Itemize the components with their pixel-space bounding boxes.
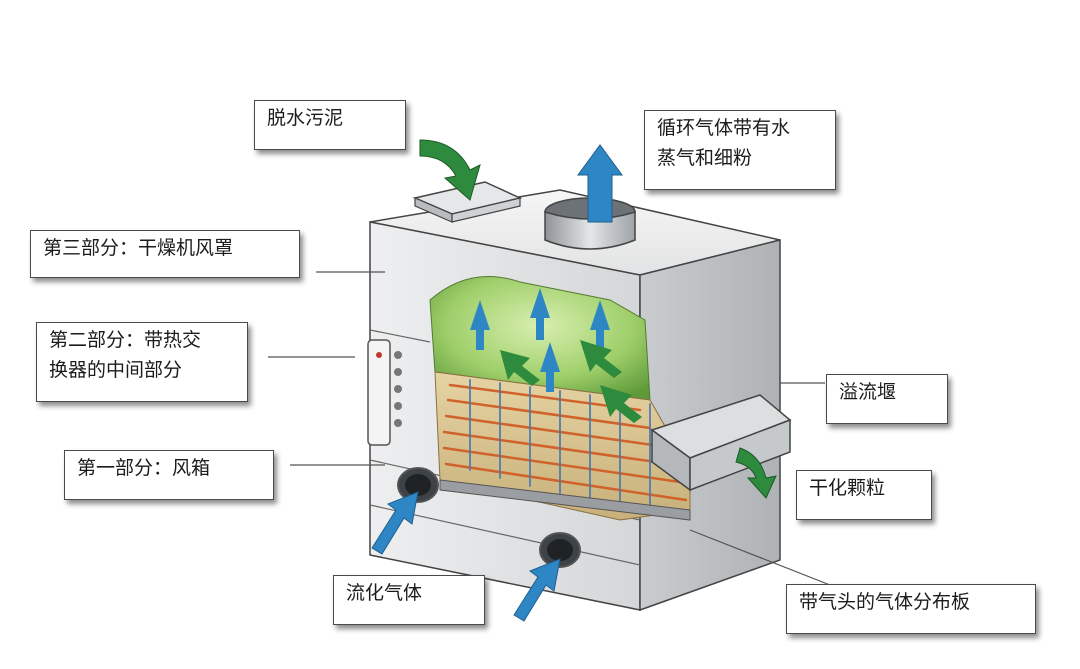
fluidizing-gas-arrow-2 [513, 558, 561, 622]
sludge-feed-arrow [419, 139, 481, 201]
label-part1-windbox: 第一部分：风箱 [64, 450, 274, 500]
gas-distribution-plate [439, 479, 691, 521]
label-part2-heat-exchanger: 第二部分：带热交 换器的中间部分 [36, 322, 248, 402]
label-dewatered-sludge: 脱水污泥 [254, 100, 406, 150]
label-dry-granules: 干化颗粒 [796, 470, 932, 520]
label-part3-dryer-hood: 第三部分：干燥机风罩 [30, 230, 300, 278]
internal-flow-arrows [470, 288, 610, 392]
leader-lines [268, 271, 831, 586]
cycle-gas-arrow [577, 144, 623, 223]
fluidizing-gas-arrow-1 [371, 491, 419, 555]
label-overflow-weir: 溢流堰 [826, 374, 948, 424]
control-panel [367, 339, 391, 446]
label-cycle-gas: 循环气体带有水 蒸气和细粉 [644, 110, 836, 190]
label-distribution-plate: 带气头的气体分布板 [786, 584, 1036, 634]
granule-discharge-arrow [735, 447, 777, 499]
label-fluidizing-gas: 流化气体 [333, 575, 485, 625]
